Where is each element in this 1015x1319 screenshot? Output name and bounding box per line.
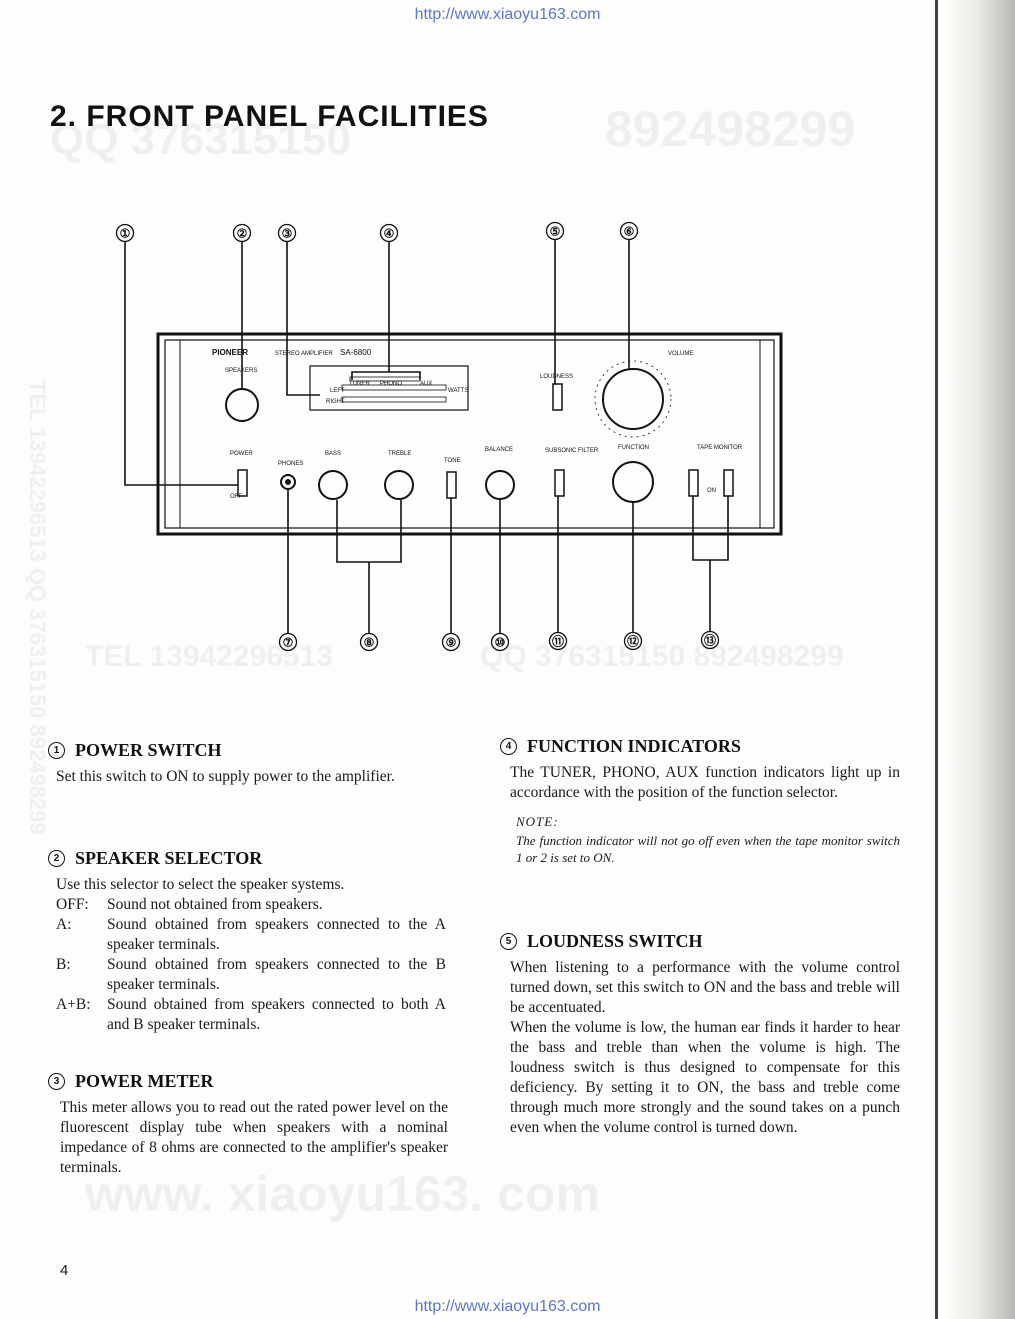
svg-text:⑥: ⑥ (624, 225, 635, 239)
section-power-meter: 3 POWER METER This meter allows you to re… (48, 1071, 448, 1178)
watermark-url-top: http://www.xiaoyu163.com (414, 6, 601, 23)
section-title: LOUDNESS SWITCH (527, 931, 703, 951)
section-number: 1 (48, 742, 65, 759)
callout-8: ⑧ (359, 632, 379, 652)
section-body: The TUNER, PHONO, AUX function indicator… (510, 764, 900, 801)
svg-text:⑪: ⑪ (552, 634, 564, 649)
section-number: 2 (48, 850, 65, 867)
callout-7: ⑦ (278, 632, 298, 652)
svg-text:⑦: ⑦ (283, 636, 294, 650)
svg-text:PHONO: PHONO (380, 381, 402, 387)
watermark-qq: QQ 376315150 (50, 115, 351, 164)
svg-text:STEREO AMPLIFIER: STEREO AMPLIFIER (275, 351, 333, 357)
option-row-b: B:Sound obtained from speakers connected… (56, 956, 446, 993)
svg-text:WATTS: WATTS (448, 388, 468, 394)
svg-text:TUNER: TUNER (349, 381, 370, 387)
section-number: 5 (500, 933, 517, 950)
watermark-url-bottom: http://www.xiaoyu163.com (414, 1298, 601, 1315)
svg-text:SPEAKERS: SPEAKERS (225, 368, 257, 374)
svg-text:③: ③ (282, 227, 293, 241)
option-row-off: OFF:Sound not obtained from speakers. (56, 896, 323, 913)
page-number: 4 (60, 1262, 69, 1279)
section-title: POWER METER (75, 1071, 214, 1091)
svg-text:⑨: ⑨ (446, 636, 457, 650)
section-intro: Use this selector to select the speaker … (56, 876, 345, 893)
section-title: FUNCTION INDICATORS (527, 736, 741, 756)
svg-text:PIONEER: PIONEER (212, 348, 248, 357)
svg-text:BALANCE: BALANCE (485, 447, 513, 453)
svg-text:⑤: ⑤ (550, 225, 561, 239)
front-panel-diagram: ① ② ③ ④ ⑤ ⑥ ⑦ ⑧ ⑨ ⑩ ⑪ ⑫ ⑬ PIONEER STEREO… (115, 221, 783, 652)
watermark-tel: TEL 13942296513 (85, 640, 333, 673)
section-body: Set this switch to ON to supply power to… (56, 768, 395, 785)
section-title: SPEAKER SELECTOR (75, 848, 263, 868)
section-body: This meter allows you to read out the ra… (60, 1099, 448, 1176)
callout-3: ③ (277, 223, 297, 243)
section-function-indicators: 4 FUNCTION INDICATORS The TUNER, PHONO, A… (500, 736, 900, 866)
front-panel-figure: ① ② ③ ④ ⑤ ⑥ ⑦ ⑧ ⑨ ⑩ ⑪ ⑫ ⑬ PIONEER STEREO… (115, 221, 783, 652)
watermark-qq-2: QQ 376315150 892498299 (480, 640, 844, 673)
svg-text:⑬: ⑬ (704, 633, 716, 648)
callout-2: ② (232, 223, 252, 243)
leader-lines (124, 240, 729, 633)
svg-text:OFF: OFF (230, 494, 242, 500)
page-title: 2. FRONT PANEL FACILITIES (50, 100, 489, 133)
callout-13: ⑬ (700, 630, 720, 650)
svg-text:FUNCTION: FUNCTION (618, 445, 649, 451)
svg-text:SA-6800: SA-6800 (340, 348, 372, 357)
scan-page-edge (930, 0, 1015, 1319)
svg-text:SUBSONIC FILTER: SUBSONIC FILTER (545, 448, 599, 454)
note-label: NOTE: (516, 814, 559, 829)
svg-text:⑫: ⑫ (627, 634, 639, 649)
section-title: POWER SWITCH (75, 740, 222, 760)
svg-text:VOLUME: VOLUME (668, 351, 693, 357)
svg-text:⑧: ⑧ (364, 636, 375, 650)
callout-4: ④ (379, 223, 399, 243)
callout-11: ⑪ (548, 631, 568, 651)
svg-text:TONE: TONE (444, 458, 461, 464)
svg-text:PHONES: PHONES (278, 461, 303, 467)
callout-9: ⑨ (441, 632, 461, 652)
svg-text:①: ① (120, 227, 131, 241)
section-body-1: When listening to a performance with the… (510, 959, 900, 1016)
section-speaker-selector: 2 SPEAKER SELECTOR Use this selector to s… (48, 848, 446, 1035)
svg-text:LEFT: LEFT (330, 388, 345, 394)
callout-10: ⑩ (490, 632, 510, 652)
note-text: The function indicator will not go off e… (516, 833, 900, 865)
svg-text:④: ④ (384, 227, 395, 241)
svg-text:TAPE MONITOR: TAPE MONITOR (697, 445, 743, 451)
section-body-2: When the volume is low, the human ear fi… (510, 1019, 900, 1136)
svg-text:ON: ON (707, 488, 716, 494)
svg-text:AUX: AUX (420, 381, 432, 387)
callout-5: ⑤ (545, 221, 565, 241)
section-number: 3 (48, 1073, 65, 1090)
svg-text:LOUDNESS: LOUDNESS (540, 374, 573, 380)
section-number: 4 (500, 738, 517, 755)
option-row-a: A:Sound obtained from speakers connected… (56, 916, 446, 953)
callout-12: ⑫ (623, 631, 643, 651)
svg-text:TREBLE: TREBLE (388, 451, 411, 457)
section-loudness-switch: 5 LOUDNESS SWITCH When listening to a per… (500, 931, 900, 1138)
svg-text:POWER: POWER (230, 451, 253, 457)
svg-text:BASS: BASS (325, 451, 341, 457)
svg-text:RIGHT: RIGHT (326, 399, 345, 405)
watermark-site: www. xiaoyu163. com (85, 1166, 601, 1222)
callout-1: ① (115, 223, 135, 243)
watermark-number: 892498299 (605, 101, 856, 157)
amplifier-panel: PIONEER STEREO AMPLIFIER SA-6800 SPEAKER… (156, 332, 783, 536)
section-power-switch: 1 POWER SWITCH Set this switch to ON to s… (48, 740, 446, 787)
option-row-ab: A+B:Sound obtained from speakers connect… (56, 996, 446, 1033)
callout-6: ⑥ (619, 221, 639, 241)
svg-text:⑩: ⑩ (495, 636, 506, 650)
svg-text:②: ② (237, 227, 248, 241)
scan-binding-line (935, 0, 938, 1319)
